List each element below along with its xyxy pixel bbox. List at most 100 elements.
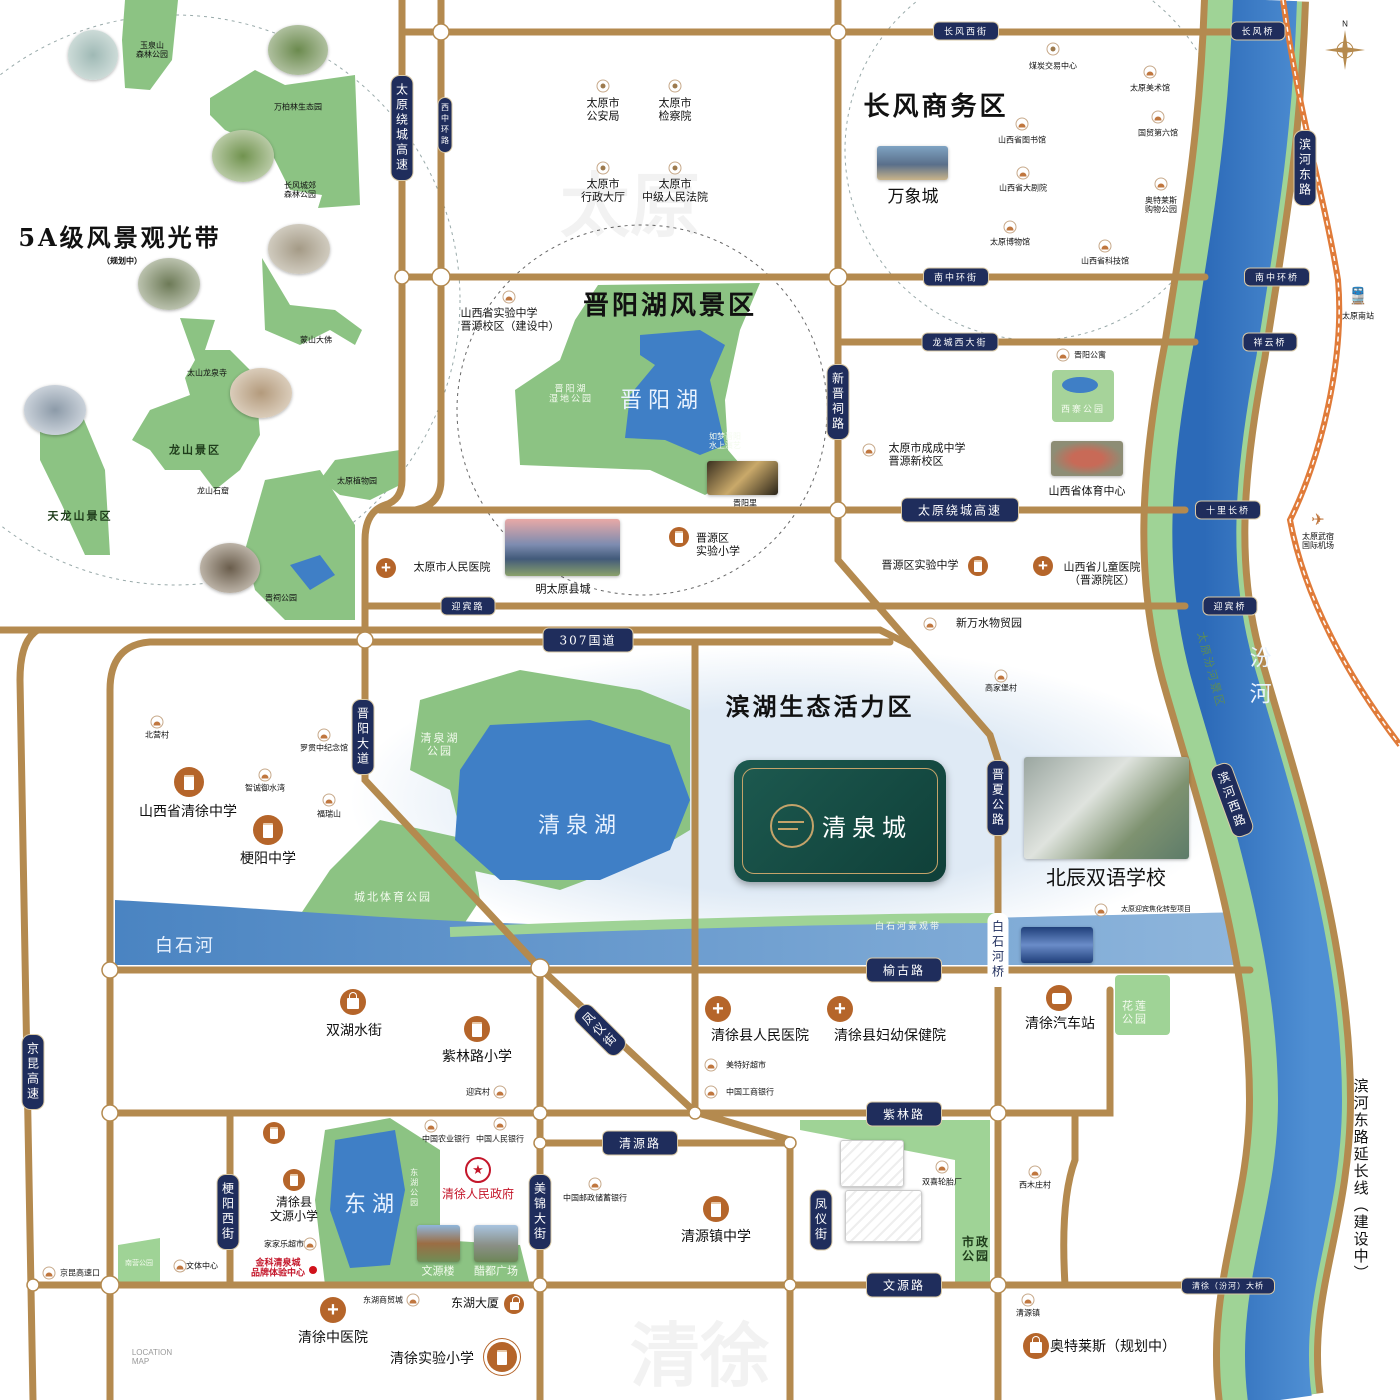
label-tcm-hosp: 清徐中医院 bbox=[298, 1328, 368, 1345]
label-yingbin-village: 迎宾村 bbox=[466, 1087, 490, 1097]
photo-cudu-square bbox=[474, 1225, 518, 1262]
experience-center-marker-icon[interactable] bbox=[309, 1266, 317, 1274]
label-shuanghu: 双湖水街 bbox=[326, 1021, 382, 1038]
label-beiying: 北营村 bbox=[145, 730, 169, 740]
hospital-icon: + bbox=[1033, 556, 1053, 576]
label-qingquan-lake: 清泉湖 bbox=[537, 813, 623, 839]
library-icon bbox=[1015, 117, 1029, 131]
government-star-icon: ★ bbox=[465, 1157, 491, 1183]
label-court: 太原市 中级人民法院 bbox=[642, 178, 708, 203]
label-longshan-grotto: 龙山石窟 bbox=[197, 486, 229, 496]
hospital-icon: + bbox=[827, 996, 853, 1022]
road-changfeng-bridge: 长风桥 bbox=[1231, 22, 1285, 40]
label-cudu-square: 醋都广场 bbox=[474, 1264, 518, 1278]
label-children-hosp: 山西省儿童医院 （晋源院区） bbox=[1063, 561, 1141, 586]
residence-icon bbox=[258, 768, 272, 782]
road-xinjinci: 新晋祠路 bbox=[827, 365, 849, 439]
road-jingkun: 京昆高速 bbox=[22, 1035, 44, 1109]
bank-icon bbox=[493, 1117, 507, 1131]
photo-bridge bbox=[1021, 927, 1093, 963]
road-shili-bridge: 十里长桥 bbox=[1195, 501, 1261, 519]
label-shizheng-park: 市政 公园 bbox=[961, 1235, 991, 1263]
label-donghu-tower: 东湖大厦 bbox=[450, 1296, 500, 1311]
project-card-qingquancheng[interactable]: 清泉城 bbox=[734, 760, 946, 882]
photo-tianlongshan bbox=[24, 385, 86, 435]
village-icon bbox=[994, 669, 1008, 683]
road-baishi-bridge: 白石河桥 bbox=[987, 913, 1009, 987]
label-mixc: 万象城 bbox=[887, 187, 939, 207]
photo-jinci bbox=[200, 543, 260, 593]
label-outlets-planned: 奥特莱斯（规划中） bbox=[1050, 1337, 1176, 1354]
region-title-jinyang: 晋阳湖风景区 bbox=[582, 291, 758, 322]
label-yuquanshan: 玉泉山 森林公园 bbox=[136, 40, 168, 59]
gov-icon bbox=[596, 79, 610, 93]
label-jinyang-lake: 晋阳湖 bbox=[619, 388, 705, 414]
school-icon bbox=[253, 815, 283, 845]
photo-yuquanshan bbox=[68, 30, 118, 80]
road-fengyi: 凤仪街 bbox=[810, 1190, 832, 1250]
factory-icon bbox=[935, 1160, 949, 1174]
road-fen-bridge: 清徐（汾河）大桥 bbox=[1182, 1278, 1274, 1294]
label-shanxi-exp-school: 山西省实验中学 晋源校区（建设中） bbox=[460, 307, 560, 332]
road-wenyuan: 文源路 bbox=[866, 1273, 942, 1297]
village-icon bbox=[1028, 1165, 1042, 1179]
label-huali-park: 花莲 公园 bbox=[1122, 999, 1148, 1025]
hospital-icon: + bbox=[320, 1297, 346, 1323]
label-jinyuan-middle: 晋源区实验中学 bbox=[881, 559, 959, 572]
school-icon bbox=[487, 1342, 517, 1372]
label-qingyuan-town: 清源镇 bbox=[1016, 1308, 1040, 1318]
compass-north-label: N bbox=[1342, 19, 1348, 29]
road-zilin: 紫林路 bbox=[866, 1102, 942, 1126]
photo-longquan bbox=[138, 258, 200, 310]
road-network bbox=[0, 0, 1254, 1400]
gov-icon bbox=[668, 79, 682, 93]
qingquan-lake-shape bbox=[455, 720, 690, 880]
road-changfeng-west: 长风西街 bbox=[933, 22, 999, 40]
railway bbox=[1280, 0, 1400, 747]
label-wenyuan-primary: 清徐县 文源小学 bbox=[269, 1195, 319, 1223]
label-art-museum: 太原美术馆 bbox=[1130, 83, 1170, 93]
label-beichen: 北辰双语学校 bbox=[1046, 867, 1166, 890]
photo-sports-center bbox=[1051, 441, 1123, 476]
nanying-park-shape bbox=[118, 1238, 160, 1285]
label-guomao: 国贸第六馆 bbox=[1138, 128, 1178, 138]
market-icon bbox=[923, 617, 937, 631]
label-jinyang-wetland: 晋阳湖 湿地公园 bbox=[548, 384, 594, 405]
hospital-icon: + bbox=[376, 558, 396, 578]
road-jinyang-ave: 晋阳大道 bbox=[352, 700, 374, 774]
label-zilin-primary: 紫林路小学 bbox=[442, 1047, 512, 1064]
label-nanying-park: 南营公园 bbox=[125, 1258, 153, 1267]
school-icon bbox=[669, 527, 689, 547]
road-nanzhonghuan: 南中环街 bbox=[923, 268, 989, 286]
label-rumeng: 如梦晋阳 水上演艺 bbox=[709, 431, 741, 450]
label-jinyuan-primary: 晋源区 实验小学 bbox=[696, 532, 740, 557]
label-zhicheng: 智诚御水湾 bbox=[245, 783, 285, 793]
label-jinyang-apt: 晋阳公寓 bbox=[1074, 350, 1106, 360]
photo-longshan-grotto bbox=[230, 368, 292, 418]
airplane-icon: ✈ bbox=[1311, 511, 1325, 529]
hospital-icon: + bbox=[705, 996, 731, 1022]
school-icon bbox=[703, 1196, 729, 1222]
label-coal-exchange: 煤炭交易中心 bbox=[1029, 61, 1077, 71]
label-library: 山西省图书馆 bbox=[998, 135, 1046, 145]
label-baishi-belt: 白石河景观带 bbox=[874, 921, 942, 932]
museum-icon bbox=[1143, 65, 1157, 79]
memorial-icon bbox=[317, 728, 331, 742]
compass-rose-icon bbox=[1325, 30, 1365, 70]
highway-exit-icon bbox=[42, 1266, 56, 1280]
road-binhe-east: 滨河东路 bbox=[1294, 131, 1316, 205]
bus-icon bbox=[1046, 985, 1072, 1011]
label-chengcheng: 太原市成成中学 晋源新校区 bbox=[888, 442, 966, 467]
road-ring-expressway-h: 太原绕城高速 bbox=[901, 498, 1019, 522]
school-icon bbox=[283, 1169, 305, 1191]
label-shuangxi: 双喜轮胎厂 bbox=[922, 1177, 962, 1187]
label-experience-center[interactable]: 金科清泉城 品牌体验中心 bbox=[250, 1257, 306, 1278]
photo-mengshan bbox=[268, 224, 330, 274]
photo-wanbailin bbox=[268, 25, 328, 75]
label-postal-bank: 中国邮政储蓄银行 bbox=[563, 1193, 627, 1203]
village-icon bbox=[1021, 1293, 1035, 1307]
star-icon bbox=[1046, 42, 1060, 56]
label-xinwanshui: 新万水物贸园 bbox=[956, 617, 1022, 630]
shizheng-park-shape bbox=[800, 1120, 990, 1285]
